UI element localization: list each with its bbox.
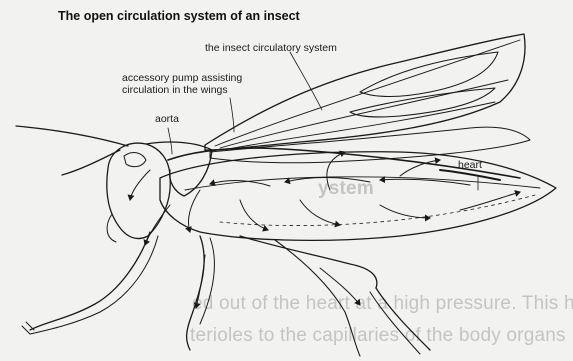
eye (124, 153, 146, 167)
label-aorta: aorta (155, 113, 179, 125)
label-accessory-pump-line2: circulation in the wings (122, 84, 228, 96)
label-heart: heart (458, 159, 482, 171)
leader-accessory-pump (230, 98, 234, 132)
head (107, 143, 170, 238)
abdomen-inner (185, 177, 540, 190)
abdomen (160, 152, 556, 241)
figure-title: The open circulation system of an insect (58, 9, 300, 23)
antenna-upper (16, 126, 128, 146)
leader-aorta (168, 128, 172, 154)
hind-leg-femur (240, 236, 377, 288)
foot-1 (22, 322, 34, 334)
hind-leg-tibia-inner (370, 292, 420, 354)
middle-leg (187, 236, 205, 350)
flow-arrow-8 (460, 192, 520, 210)
flow-arrow-7 (380, 205, 430, 218)
leader-circulatory-system (290, 52, 322, 110)
flow-arrow-14 (130, 170, 150, 200)
thorax (146, 142, 212, 196)
label-accessory-pump-line1: accessory pump assisting (122, 72, 242, 84)
abdomen-segment-lines (220, 195, 535, 226)
front-leg-left (30, 232, 150, 330)
leg-extra (275, 240, 360, 356)
flow-arrow-6 (300, 200, 340, 225)
flow-arrow-3 (210, 180, 270, 186)
front-leg-left-inner (30, 236, 158, 334)
label-circulatory-system: the insect circulatory system (205, 42, 337, 54)
flow-arrow-9 (327, 152, 345, 190)
hind-leg-tibia (376, 288, 430, 350)
antenna-lower (62, 150, 120, 175)
flow-arrow-4 (188, 190, 200, 232)
forewing-vein-1 (215, 40, 520, 146)
heart-vessel (440, 170, 500, 180)
flow-arrow-5 (240, 200, 268, 230)
